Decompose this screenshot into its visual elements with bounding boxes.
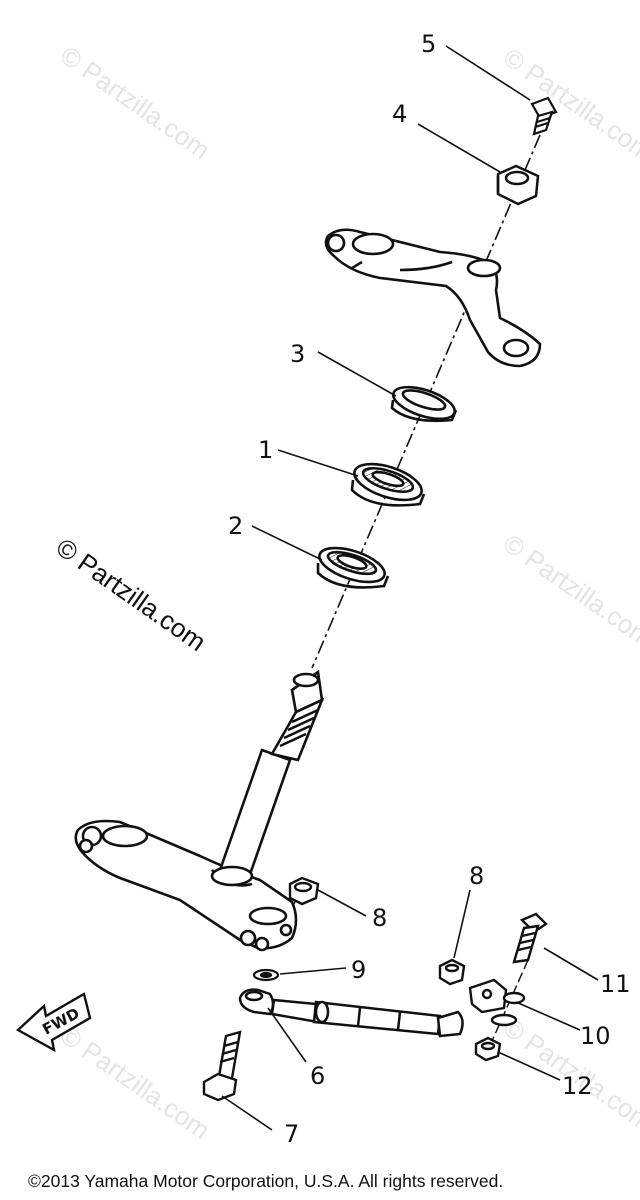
callout-5: 5 (421, 30, 436, 58)
part-5-bolt (530, 96, 558, 136)
part-3-seal (390, 385, 458, 423)
part-10-bracket (468, 978, 526, 1027)
leader-lines (221, 45, 599, 1131)
callout-4: 4 (392, 100, 407, 128)
callout-11: 11 (600, 970, 631, 998)
callout-3: 3 (290, 340, 305, 368)
part-8-nut-right (438, 958, 466, 986)
callout-2: 2 (228, 512, 243, 540)
part-1-bearing (350, 462, 426, 507)
callout-6: 6 (310, 1062, 325, 1090)
callout-10: 10 (580, 1022, 611, 1050)
fwd-direction-arrow: FWD (15, 992, 92, 1053)
part-11-bolt (512, 912, 548, 964)
steering-stem-lower-bracket (74, 669, 325, 952)
callout-1: 1 (258, 436, 273, 464)
part-2-bearing (316, 546, 390, 589)
callout-8-left: 8 (372, 904, 387, 932)
upper-bracket (324, 228, 542, 368)
callout-9: 9 (351, 956, 366, 984)
part-4-nut (496, 164, 540, 206)
part-12-nut (474, 1036, 502, 1062)
part-6-steering-damper (238, 988, 464, 1038)
part-8-nut-left (288, 876, 320, 906)
copyright-footer: ©2013 Yamaha Motor Corporation, U.S.A. A… (28, 1171, 504, 1191)
callout-12: 12 (562, 1072, 593, 1100)
part-9-washer (252, 968, 280, 982)
assembly-axis-line (487, 959, 529, 1051)
callout-7: 7 (284, 1120, 299, 1148)
part-7-bolt (202, 1030, 242, 1102)
callout-8-right: 8 (469, 862, 484, 890)
